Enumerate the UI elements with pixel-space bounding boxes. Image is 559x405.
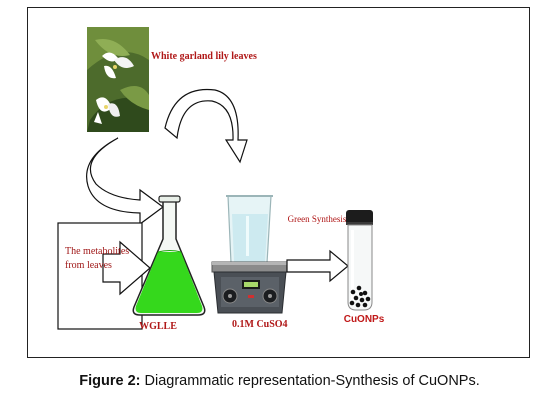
curved-arrow-label-to-beaker bbox=[164, 88, 248, 164]
caption-prefix: Figure 2: bbox=[79, 373, 141, 389]
caption-text: Diagrammatic representation-Synthesis of… bbox=[140, 373, 480, 389]
leaf-label: White garland lily leaves bbox=[151, 51, 257, 62]
product-label: CuONPs bbox=[343, 314, 385, 325]
block-arrow-green-synthesis bbox=[286, 249, 349, 283]
curved-arrow-photo-to-flask bbox=[86, 137, 165, 226]
flask-label: WGLLE bbox=[139, 321, 177, 332]
conical-flask bbox=[132, 195, 206, 316]
beaker-on-stirrer bbox=[211, 195, 289, 314]
lily-photo bbox=[87, 27, 149, 132]
metabolites-label: The metabolites from leaves bbox=[65, 246, 130, 271]
beaker-label: 0.1M CuSO4 bbox=[232, 319, 288, 330]
block-arrow-metabolites-to-flask bbox=[102, 240, 151, 296]
nanoparticle-vial bbox=[346, 210, 373, 311]
figure-caption: Figure 2: Diagrammatic representation-Sy… bbox=[0, 373, 559, 389]
process-label: Green Synthesis bbox=[287, 214, 347, 224]
